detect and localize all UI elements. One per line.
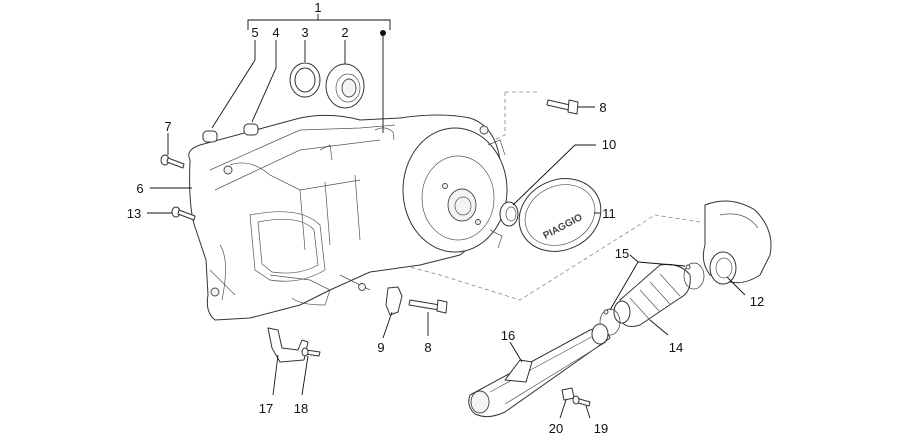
screw-19 bbox=[572, 395, 591, 407]
callout-18: 18 bbox=[294, 401, 308, 416]
clamps bbox=[599, 262, 705, 336]
screw-7 bbox=[160, 154, 185, 169]
callout-1: 1 bbox=[314, 0, 321, 15]
callout-13: 13 bbox=[127, 206, 141, 221]
callout-15: 15 bbox=[615, 246, 629, 261]
callout-17: 17 bbox=[259, 401, 273, 416]
bracket-9 bbox=[385, 286, 403, 316]
bracket-17 bbox=[267, 327, 309, 363]
callout-19: 19 bbox=[594, 421, 608, 436]
callout-12: 12 bbox=[750, 294, 764, 309]
callout-9: 9 bbox=[377, 340, 384, 355]
callout-16: 16 bbox=[501, 328, 515, 343]
callout-6: 6 bbox=[136, 181, 143, 196]
screw-18 bbox=[301, 347, 321, 357]
clip-20 bbox=[561, 387, 575, 401]
cap-part bbox=[499, 201, 519, 227]
intake-tube bbox=[468, 323, 611, 418]
callout-8-top: 8 bbox=[599, 100, 606, 115]
callout-7: 7 bbox=[164, 119, 171, 134]
callout-8-bottom: 8 bbox=[424, 340, 431, 355]
callout-5: 5 bbox=[251, 25, 258, 40]
callout-11: 11 bbox=[602, 206, 616, 221]
callout-4: 4 bbox=[272, 25, 279, 40]
callout-20: 20 bbox=[549, 421, 563, 436]
air-duct bbox=[702, 200, 772, 285]
callout-2: 2 bbox=[341, 25, 348, 40]
bushings bbox=[202, 123, 259, 143]
callout-14: 14 bbox=[669, 340, 683, 355]
leader-lines bbox=[147, 14, 746, 419]
bolt-8-bottom bbox=[408, 299, 448, 314]
bolt-8-top bbox=[546, 99, 579, 115]
callout-10: 10 bbox=[602, 137, 616, 152]
inspection-cover: PIAGGIO bbox=[518, 178, 602, 252]
circlip bbox=[289, 62, 321, 98]
bellows-hose bbox=[613, 264, 691, 327]
clutch-cover-dome bbox=[402, 125, 508, 253]
callout-labels: 1 2 3 4 5 6 7 8 8 9 10 11 12 13 14 15 16… bbox=[127, 0, 764, 436]
screw-13 bbox=[171, 206, 196, 221]
oil-seal bbox=[325, 63, 365, 109]
callout-3: 3 bbox=[301, 25, 308, 40]
